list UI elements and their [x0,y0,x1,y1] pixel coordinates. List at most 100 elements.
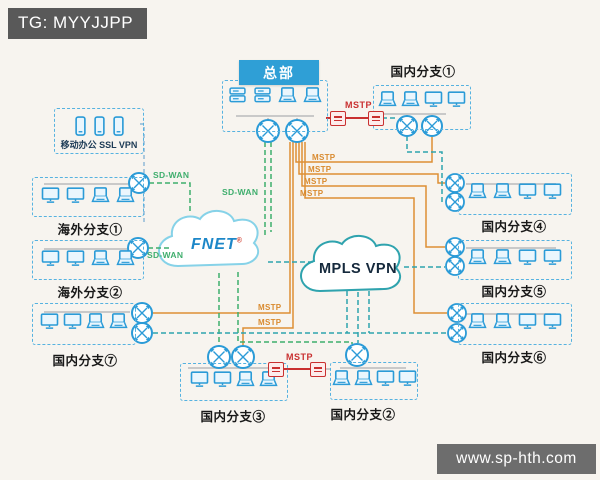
domestic3-devices [190,364,278,387]
laptop-icon [331,370,351,386]
laptop-icon [353,370,373,386]
monitor-icon [66,250,85,266]
monitor-icon [63,313,82,329]
router-icon [447,323,467,343]
hq-devices [228,81,322,103]
domestic5-devices [468,241,562,265]
site-watermark: www.sp-hth.com [437,444,596,474]
laptop-icon [468,249,487,265]
sdwan-label: SD-WAN [222,187,259,197]
mstp-label: MSTP [258,318,282,327]
domestic6-title: 国内分支⑥ [481,351,547,365]
sdwan-label: SD-WAN [147,250,184,260]
overseas2-devices [41,241,135,266]
ssl-devices [74,112,125,136]
fnet-logo-text: FNET [191,236,237,253]
laptop-icon [109,313,128,329]
laptop-icon [468,183,487,199]
phone-icon [74,115,87,136]
monitor-icon [41,250,60,266]
laptop-icon [236,371,255,387]
mpls-vpn-label: MPLS VPN [318,261,398,277]
mstp-label: MSTP [258,303,282,312]
router-icon [447,303,467,323]
mstp-label: MSTP [308,165,332,174]
laptop-icon [278,87,297,103]
server-icon [228,87,247,103]
laptop-icon [303,87,322,103]
monitor-icon [40,313,59,329]
mstp-label: MSTP [304,177,328,186]
domestic2-title: 国内分支② [330,408,396,422]
monitor-icon [543,249,562,265]
branch-box-domestic-2 [330,362,418,400]
domestic1-title: 国内分支① [390,65,456,79]
laptop-icon [401,91,420,107]
fnet-trademark: ® [236,237,243,245]
phone-icon [93,115,106,136]
overseas1-title: 海外分支① [57,223,123,237]
router-icon [445,192,465,212]
laptop-icon [493,183,512,199]
ssl-vpn-label: 移动办公 SSL VPN [60,139,138,150]
phone-icon [112,115,125,136]
fnet-cloud-logo: FNET® [191,236,243,254]
domestic7-devices [40,304,128,329]
mstp-label: MSTP [300,189,324,198]
laptop-icon [468,313,487,329]
monitor-icon [41,187,60,203]
monitor-icon [518,183,537,199]
hq-title: 总部 [239,60,319,85]
laptop-icon [493,249,512,265]
monitor-icon [543,313,562,329]
monitor-icon [447,91,466,107]
router-icon [445,173,465,193]
overseas2-title: 海外分支② [57,286,123,300]
monitor-icon [66,187,85,203]
transceiver-icon [330,111,346,126]
transceiver-icon [310,362,326,377]
router-icon [131,302,153,324]
mpls-lines [153,117,447,343]
ssl-vpn-line [140,123,145,222]
mstp-lines [152,137,447,346]
laptop-icon [91,250,110,266]
branch-box-overseas-2 [32,240,144,280]
monitor-icon [518,249,537,265]
laptop-icon [116,250,135,266]
mstp-label: MSTP [345,100,373,110]
domestic7-title: 国内分支⑦ [52,354,118,368]
branch-box-domestic-6 [458,303,572,345]
monitor-icon [424,91,443,107]
monitor-icon [376,370,395,386]
overseas1-devices [41,178,135,203]
domestic6-devices [468,304,562,329]
monitor-icon [213,371,232,387]
domestic4-title: 国内分支④ [481,220,547,234]
laptop-icon [91,187,110,203]
domestic2-devices [331,363,417,386]
sdwan-label: SD-WAN [153,170,190,180]
tg-badge: TG: MYYJJPP [8,8,148,39]
branch-box-overseas-1 [32,177,144,217]
mstp-red-links [282,117,368,370]
monitor-icon [518,313,537,329]
branch-box-domestic-5 [458,240,572,280]
mstp-label: MSTP [286,352,314,362]
branch-box-domestic-7 [32,303,136,345]
server-icon [253,87,272,103]
branch-box-domestic-4 [458,173,572,215]
domestic4-devices [468,174,562,199]
branch-box-domestic-1 [373,85,471,130]
domestic1-devices [378,86,466,107]
sdwan-lines [148,142,353,346]
router-icon [207,345,231,369]
fnet-cloud [158,210,260,268]
monitor-icon [398,370,417,386]
monitor-icon [543,183,562,199]
domestic5-title: 国内分支⑤ [481,285,547,299]
laptop-icon [86,313,105,329]
transceiver-icon [268,362,284,377]
